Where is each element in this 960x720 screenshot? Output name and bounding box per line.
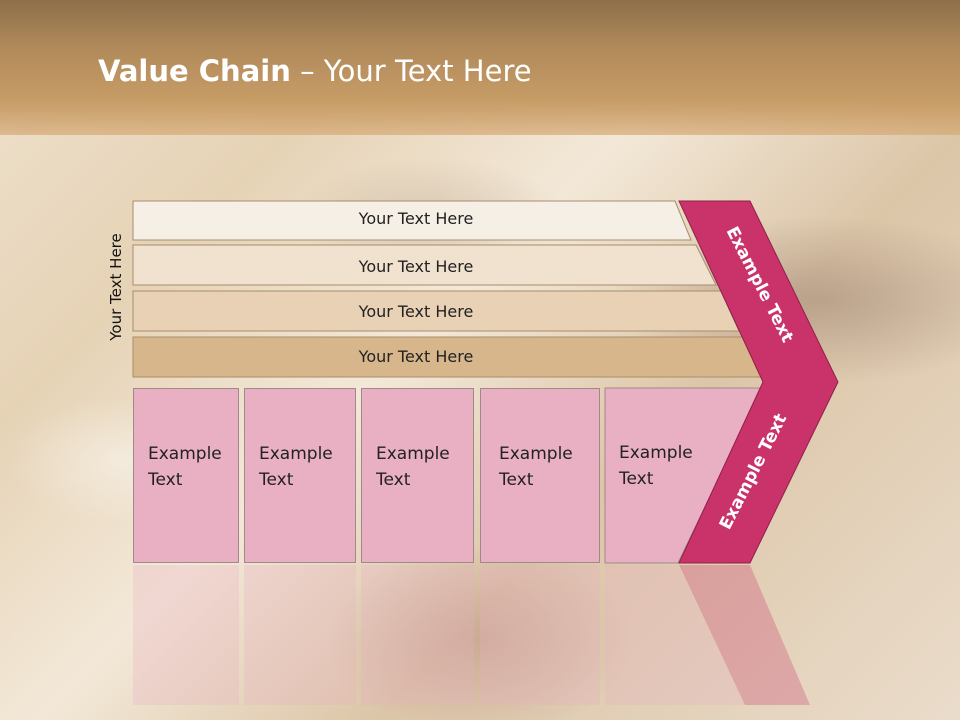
box-4-line1: Example [499,444,573,464]
box-4-line2: Text [499,470,534,490]
box-1-line1: Example [148,444,222,464]
box-3: Example Text [361,388,474,563]
box-5-line1: Example [619,443,693,463]
box-1-text: Example Text [148,441,222,493]
box-4: Example Text [480,388,600,563]
slide-title: Value Chain – Your Text Here [98,54,532,88]
box-1-line2: Text [148,470,183,490]
title-bold: Value Chain [98,54,291,88]
band-1-shape [132,200,692,241]
box-2: Example Text [244,388,356,563]
title-rest: – Your Text Here [290,54,532,88]
chevron-arrow [678,200,839,564]
reflection-box-2 [244,565,356,705]
box-5-line2: Text [619,469,654,489]
reflection-box-1 [133,565,239,705]
box-3-line1: Example [376,444,450,464]
reflection-box-3 [361,565,474,705]
box-2-text: Example Text [259,441,333,493]
reflection-chevron [679,565,810,705]
box-3-text: Example Text [376,441,450,493]
box-2-line2: Text [259,470,294,490]
reflection-box-4 [480,565,600,705]
band-4-label: Your Text Here [358,347,474,366]
band-1-label: Your Text Here [358,209,474,228]
box-5: Example Text [605,388,755,563]
band-2-label: Your Text Here [358,257,474,276]
band-3-label: Your Text Here [358,302,474,321]
title-bar [0,0,960,135]
box-5-shape [604,387,763,564]
band-2-shape [132,244,717,286]
box-1: Example Text [133,388,239,563]
reflection-box-5 [605,565,745,705]
box-2-line1: Example [259,444,333,464]
box-3-line2: Text [376,470,411,490]
box-5-text: Example Text [619,440,693,492]
box-4-text: Example Text [499,441,573,493]
